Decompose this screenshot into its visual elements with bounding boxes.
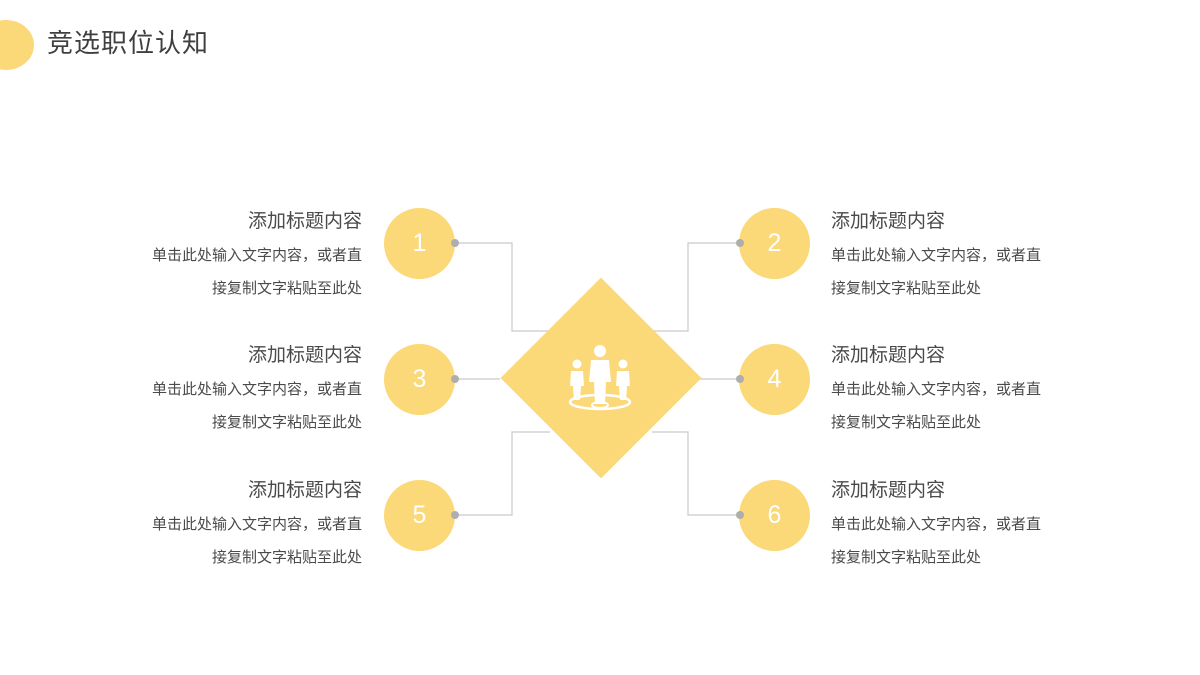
item-title: 添加标题内容	[247, 210, 362, 232]
item-desc-line: 单击此处输入文字内容，或者直	[831, 246, 1042, 264]
connector-dot-6	[736, 511, 744, 519]
team-people-icon	[568, 345, 632, 411]
item-block-4: 添加标题内容 单击此处输入文字内容，或者直 接复制文字粘贴至此处	[831, 341, 1101, 439]
item-block-6: 添加标题内容 单击此处输入文字内容，或者直 接复制文字粘贴至此处	[831, 476, 1101, 574]
item-block-2: 添加标题内容 单击此处输入文字内容，或者直 接复制文字粘贴至此处	[831, 207, 1101, 305]
connector-dot-2	[736, 239, 744, 247]
connector-dot-3	[451, 375, 459, 383]
connector-1	[455, 242, 550, 332]
item-title: 添加标题内容	[831, 210, 946, 232]
item-desc-line: 单击此处输入文字内容，或者直	[831, 515, 1042, 533]
connector-6	[652, 431, 740, 516]
item-desc-line: 单击此处输入文字内容，或者直	[151, 515, 362, 533]
item-title: 添加标题内容	[247, 479, 362, 501]
item-desc-line: 接复制文字粘贴至此处	[211, 548, 362, 566]
step-circle-3: 3	[384, 344, 455, 415]
item-block-5: 添加标题内容 单击此处输入文字内容，或者直 接复制文字粘贴至此处	[92, 476, 362, 574]
step-circle-6: 6	[739, 480, 810, 551]
step-circle-1: 1	[384, 208, 455, 279]
connector-2	[652, 242, 740, 332]
connector-dot-4	[736, 375, 744, 383]
item-desc-line: 单击此处输入文字内容，或者直	[831, 380, 1042, 398]
item-desc-line: 单击此处输入文字内容，或者直	[151, 380, 362, 398]
item-desc-line: 接复制文字粘贴至此处	[211, 413, 362, 431]
connector-dot-5	[451, 511, 459, 519]
item-block-3: 添加标题内容 单击此处输入文字内容，或者直 接复制文字粘贴至此处	[92, 341, 362, 439]
item-desc-line: 接复制文字粘贴至此处	[831, 279, 982, 297]
item-title: 添加标题内容	[831, 344, 946, 366]
item-title: 添加标题内容	[831, 479, 946, 501]
item-desc-line: 单击此处输入文字内容，或者直	[151, 246, 362, 264]
item-desc-line: 接复制文字粘贴至此处	[211, 279, 362, 297]
item-title: 添加标题内容	[247, 344, 362, 366]
item-desc-line: 接复制文字粘贴至此处	[831, 413, 982, 431]
item-block-1: 添加标题内容 单击此处输入文字内容，或者直 接复制文字粘贴至此处	[92, 207, 362, 305]
page-title: 竞选职位认知	[47, 29, 210, 59]
item-desc-line: 接复制文字粘贴至此处	[831, 548, 982, 566]
step-circle-4: 4	[739, 344, 810, 415]
step-circle-2: 2	[739, 208, 810, 279]
connector-dot-1	[451, 239, 459, 247]
connector-5	[455, 431, 550, 516]
step-circle-5: 5	[384, 480, 455, 551]
